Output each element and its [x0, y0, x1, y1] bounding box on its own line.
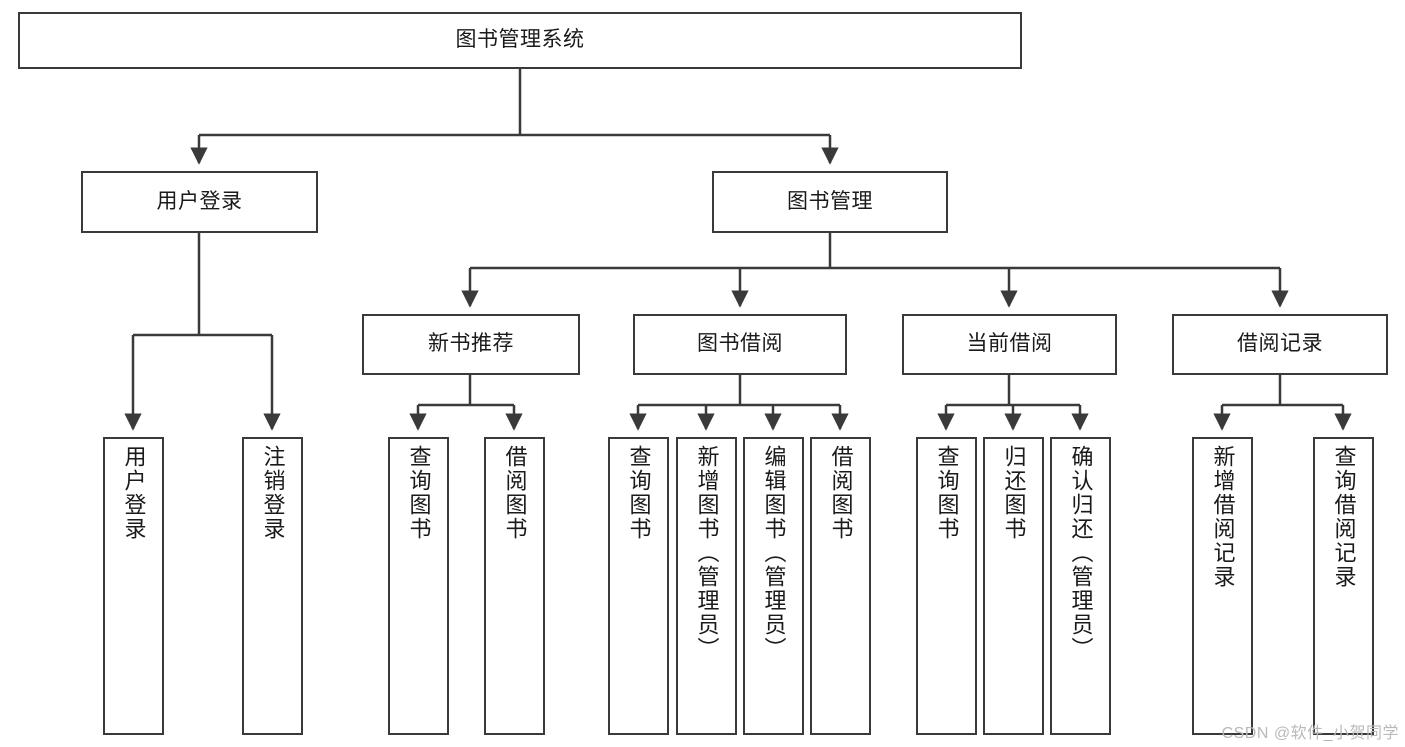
leaf-query-book-2-label: 查询图书 — [626, 445, 652, 541]
leaf-query-record-label: 查询借阅记录 — [1331, 445, 1357, 589]
leaf-borrow-book-2[interactable]: 借阅图书 — [810, 437, 871, 735]
node-user-login[interactable]: 用户登录 — [81, 171, 318, 233]
leaf-confirm-return-label: 确认归还（管理员） — [1068, 445, 1094, 661]
leaf-borrow-book-2-label: 借阅图书 — [828, 445, 854, 541]
node-book-manage[interactable]: 图书管理 — [712, 171, 948, 233]
leaf-query-book-2[interactable]: 查询图书 — [608, 437, 669, 735]
node-new-book-rec[interactable]: 新书推荐 — [362, 314, 580, 375]
leaf-borrow-book-1[interactable]: 借阅图书 — [484, 437, 545, 735]
node-borrow-record-label: 借阅记录 — [1237, 332, 1323, 356]
node-new-book-rec-label: 新书推荐 — [428, 332, 514, 356]
leaf-query-book-1[interactable]: 查询图书 — [388, 437, 449, 735]
node-root-label: 图书管理系统 — [455, 28, 585, 52]
leaf-logout-label: 注销登录 — [260, 445, 286, 541]
leaf-return-book[interactable]: 归还图书 — [983, 437, 1044, 735]
leaf-logout[interactable]: 注销登录 — [242, 437, 303, 735]
leaf-add-book-label: 新增图书（管理员） — [694, 445, 720, 661]
leaf-confirm-return[interactable]: 确认归还（管理员） — [1050, 437, 1111, 735]
leaf-user-login[interactable]: 用户登录 — [103, 437, 164, 735]
node-current-borrow[interactable]: 当前借阅 — [902, 314, 1117, 375]
leaf-edit-book[interactable]: 编辑图书（管理员） — [743, 437, 804, 735]
leaf-return-book-label: 归还图书 — [1001, 445, 1027, 541]
node-book-borrow-label: 图书借阅 — [697, 332, 783, 356]
leaf-borrow-book-1-label: 借阅图书 — [502, 445, 528, 541]
node-borrow-record[interactable]: 借阅记录 — [1172, 314, 1388, 375]
leaf-add-record-label: 新增借阅记录 — [1210, 445, 1236, 589]
leaf-query-book-3[interactable]: 查询图书 — [916, 437, 977, 735]
leaf-edit-book-label: 编辑图书（管理员） — [761, 445, 787, 661]
leaf-user-login-label: 用户登录 — [121, 445, 147, 541]
leaf-query-book-1-label: 查询图书 — [406, 445, 432, 541]
leaf-query-book-3-label: 查询图书 — [934, 445, 960, 541]
leaf-query-record[interactable]: 查询借阅记录 — [1313, 437, 1374, 735]
node-book-manage-label: 图书管理 — [787, 189, 873, 213]
watermark-text: CSDN @软件_小贺同学 — [1221, 725, 1399, 742]
node-current-borrow-label: 当前借阅 — [966, 332, 1053, 356]
leaf-add-record[interactable]: 新增借阅记录 — [1192, 437, 1253, 735]
node-user-login-label: 用户登录 — [156, 189, 243, 213]
leaf-add-book[interactable]: 新增图书（管理员） — [676, 437, 737, 735]
node-book-borrow[interactable]: 图书借阅 — [633, 314, 847, 375]
node-root[interactable]: 图书管理系统 — [18, 12, 1022, 69]
